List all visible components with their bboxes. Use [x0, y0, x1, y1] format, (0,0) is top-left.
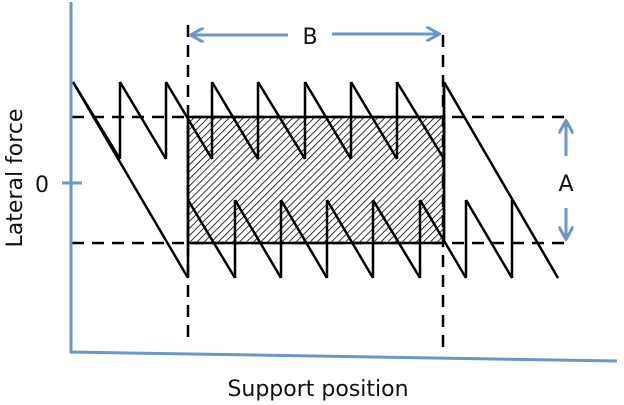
reverse-tooth-2-slope [233, 199, 283, 279]
left-long-diagonal [71, 81, 190, 279]
x-axis [69, 350, 618, 363]
dimension-A-label: A [558, 172, 573, 197]
hatched-hysteresis-region [186, 115, 446, 245]
x-axis-label: Support position [227, 377, 408, 402]
y-axis-label: Lateral force [3, 109, 28, 248]
forward-tooth-8-slope [395, 81, 446, 160]
reverse-tooth-7-slope [464, 199, 514, 279]
forward-tooth-4-slope [210, 81, 260, 160]
reverse-tooth-4-slope [325, 199, 375, 279]
forward-tooth-5-slope [256, 81, 307, 160]
reverse-tooth-1-slope [186, 199, 237, 279]
forward-tooth-2-slope [118, 81, 168, 160]
forward-tooth-6-slope [303, 81, 353, 160]
right-long-diagonal [442, 81, 560, 279]
forward-tooth-7-slope [349, 81, 399, 160]
reverse-tooth-3-slope [279, 199, 329, 279]
dimension-B-label: B [302, 25, 317, 50]
reverse-tooth-5-slope [371, 199, 422, 279]
zero-label: 0 [35, 173, 49, 198]
